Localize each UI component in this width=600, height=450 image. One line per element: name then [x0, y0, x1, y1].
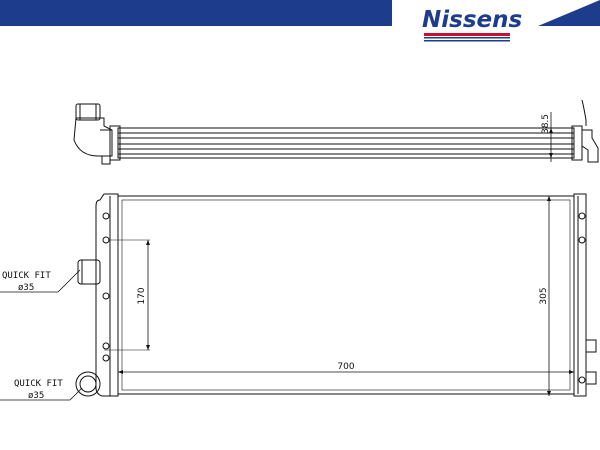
- dimension-height: 305: [539, 287, 549, 304]
- outlet-pipe: [75, 371, 101, 397]
- mounting-hole: [102, 342, 110, 350]
- header-stripe-right: [538, 0, 600, 26]
- left-tank-top: [109, 125, 121, 161]
- logo-underline-blue-2: [424, 40, 510, 42]
- mounting-hole: [578, 212, 586, 220]
- inlet-pipe: [77, 259, 101, 285]
- right-tank-top: [571, 125, 583, 161]
- outlet-label-line1: QUICK FIT: [14, 379, 63, 389]
- mounting-hole: [578, 236, 586, 244]
- logo-underline-blue-1: [424, 37, 510, 39]
- inlet-label-line1: QUICK FIT: [2, 271, 51, 281]
- right-pipe-top: [581, 129, 599, 163]
- elbow-cap: [75, 103, 101, 121]
- mounting-hole: [102, 292, 110, 300]
- brand-logo: Nissens: [422, 7, 522, 33]
- dimension-width: 700: [337, 362, 354, 372]
- elbow-outlet: [73, 117, 113, 157]
- mounting-hole: [102, 236, 110, 244]
- right-tank-front: [573, 193, 587, 397]
- radiator-top-view: [73, 99, 599, 165]
- mounting-hole: [578, 376, 586, 384]
- inlet-label-line2: ø35: [18, 283, 34, 293]
- dimension-depth: 38.5: [541, 114, 551, 134]
- logo-underline-red: [424, 33, 510, 36]
- outlet-label-line2: ø35: [28, 391, 44, 401]
- header-banner: Nissens: [0, 0, 600, 42]
- radiator-front-view: [0, 193, 597, 401]
- dimension-inlet-spacing: 170: [137, 287, 147, 304]
- left-tank-front: [95, 193, 119, 397]
- mounting-hole: [102, 212, 110, 220]
- mounting-hole: [102, 354, 110, 362]
- mounting-holes: [102, 212, 586, 384]
- header-stripe-left: [0, 0, 392, 26]
- core-top-outline: [117, 127, 575, 159]
